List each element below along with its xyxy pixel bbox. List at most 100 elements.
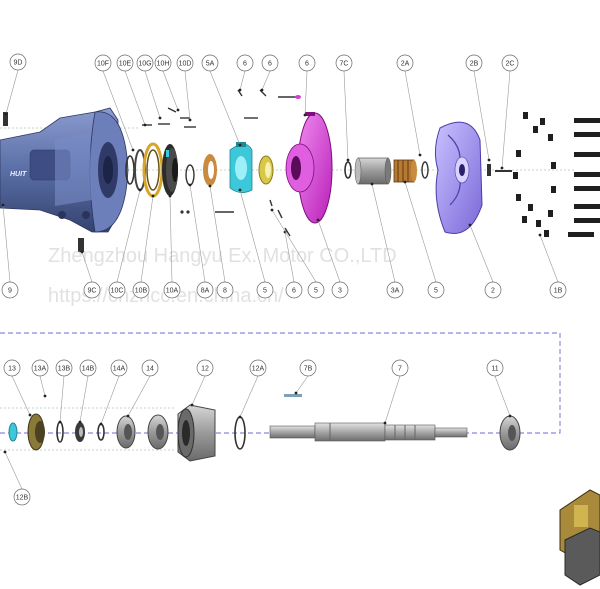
oring-8A: [185, 164, 195, 186]
callout-8a: 8A: [188, 183, 214, 299]
oring-7C: [344, 161, 352, 179]
callout-dot: [260, 88, 264, 92]
callout-dot: [131, 148, 135, 152]
callout-leader: [539, 234, 559, 283]
callout-label: 13A: [34, 365, 47, 372]
callout-label: 1B: [554, 287, 563, 294]
callout-dot: [58, 420, 62, 424]
callout-bubble: [79, 359, 97, 377]
callout-10h: 10H: [154, 54, 180, 112]
callout-leader: [239, 70, 246, 91]
callout-bubble: [176, 54, 194, 72]
callout-dot: [238, 88, 242, 92]
callout-leader: [127, 375, 151, 417]
callout-2a: 2A: [396, 54, 422, 157]
callout-leader: [494, 375, 511, 417]
seal-spring-2A: [393, 159, 417, 183]
callout-dot: [43, 394, 47, 398]
callout-dot: [508, 414, 512, 418]
oring-2A: [421, 161, 429, 179]
callout-3a: 3A: [370, 182, 404, 299]
bearing-housing-frame: HUIT: [0, 107, 129, 233]
callout-leader: [11, 375, 31, 416]
callout-dot: [80, 250, 84, 254]
callout-dot: [4, 112, 8, 116]
callout-7c: 7C: [335, 54, 353, 162]
callout-bubble: [335, 54, 353, 72]
callout-bubble: [110, 359, 128, 377]
callout-leader: [102, 70, 134, 151]
callout-label: 6: [268, 60, 272, 67]
callout-label: 6: [292, 287, 296, 294]
callout-leader: [162, 70, 179, 111]
callout-7b: 7B: [294, 359, 317, 395]
callout-leader: [79, 375, 89, 423]
callout-leader: [116, 189, 141, 283]
callout-leader: [2, 204, 11, 283]
callout-label: 14: [146, 365, 154, 372]
callout-bubble: [94, 54, 112, 72]
watermark-line1: Zhengzhou Hangyu Ex. Motor CO.,LTD: [48, 245, 397, 267]
callout-dot: [238, 188, 242, 192]
ring-8: [203, 154, 217, 186]
callout-bubble: [136, 54, 154, 72]
callout-bubble: [298, 54, 316, 72]
callout-bubble: [196, 281, 214, 299]
callout-bubble: [31, 359, 49, 377]
callout-leader: [81, 251, 93, 283]
sleeve-3A: [354, 157, 392, 185]
callout-11: 11: [486, 359, 512, 418]
callout-label: 12A: [252, 365, 265, 372]
callout-leader: [189, 184, 206, 283]
callout-bubble: [299, 359, 317, 377]
callout-6a: 6: [236, 54, 254, 92]
callout-6b: 6: [260, 54, 279, 92]
callout-dot: [238, 143, 242, 147]
top-assembly: HUIT: [0, 89, 600, 252]
callout-dot: [188, 183, 192, 187]
key-7B: [284, 394, 302, 397]
callout-label: 7B: [304, 365, 313, 372]
callout-leader: [317, 219, 341, 283]
bearing-cover-13: [27, 413, 45, 451]
oring-13B: [56, 421, 64, 443]
callout-label: 6: [243, 60, 247, 67]
callout-12: 12: [190, 359, 214, 407]
callout-10b: 10B: [132, 194, 155, 299]
callout-label: 3A: [391, 287, 400, 294]
callout-14a: 14A: [99, 359, 128, 426]
callout-label: 3: [338, 287, 342, 294]
callout-label: 5A: [206, 60, 215, 67]
callout-label: 13: [8, 365, 16, 372]
callout-label: 12: [201, 365, 209, 372]
callout-9d: 9D: [4, 53, 27, 116]
callout-bubble: [249, 359, 267, 377]
callout-label: 9D: [14, 59, 23, 66]
callout-label: 11: [491, 365, 498, 372]
callout-dot: [316, 218, 320, 222]
callout-bubble: [163, 281, 181, 299]
callout-dot: [126, 414, 130, 418]
callout-dot: [468, 223, 472, 227]
callout-9: 9: [1, 203, 19, 299]
callout-dot: [538, 233, 542, 237]
callout-2c: 2C: [500, 54, 519, 170]
callout-bubble: [427, 281, 445, 299]
callout-leader: [4, 451, 23, 490]
callout-dot: [3, 450, 7, 454]
callout-10d: 10D: [176, 54, 194, 122]
callout-5b: 5: [270, 208, 325, 299]
callout-label: 10A: [166, 287, 179, 294]
callout-12a: 12A: [238, 359, 267, 419]
callout-label: 10C: [111, 287, 124, 294]
callout-leader: [184, 70, 191, 121]
dashed-route: [0, 332, 561, 434]
brand-mark: HUIT: [10, 171, 27, 178]
callout-6d: 6: [283, 230, 303, 299]
gland-10A: [162, 144, 178, 196]
callout-dot: [303, 113, 307, 117]
seal-cyan-small: [8, 422, 18, 442]
washer-2B: [487, 164, 491, 176]
callout-leader: [124, 70, 146, 126]
bolts-10: [142, 107, 196, 128]
